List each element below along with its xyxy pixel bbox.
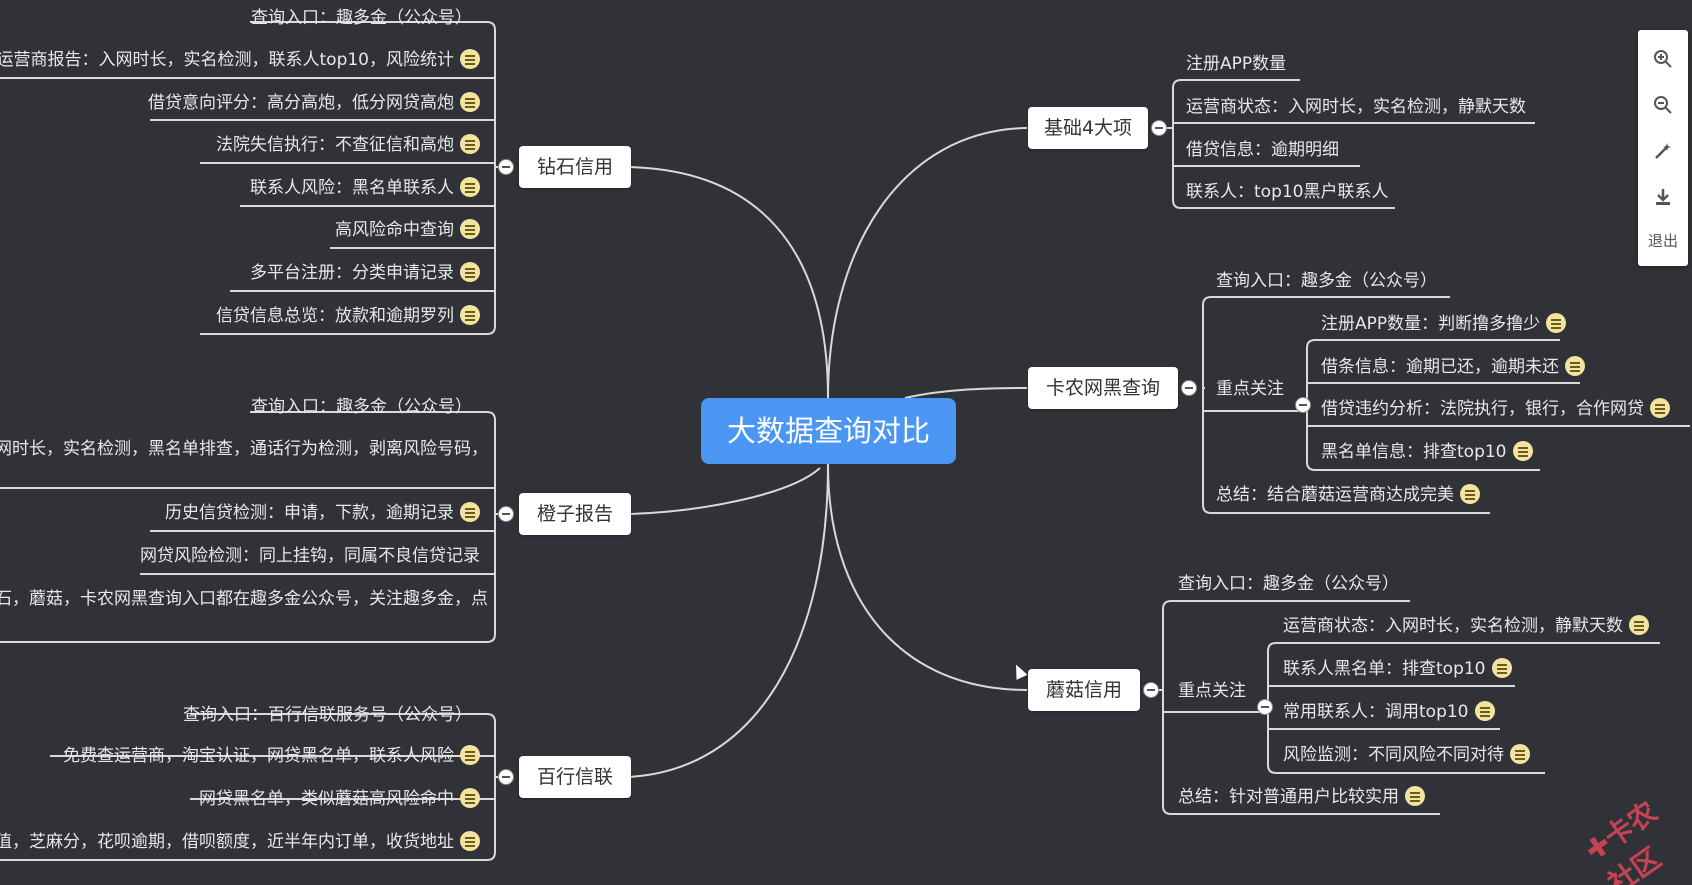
leaf-mogu-entry[interactable]: 查询入口：趣多金（公众号）: [1178, 574, 1399, 594]
branch-baihang[interactable]: 百行信联: [519, 756, 631, 798]
note-icon[interactable]: [1629, 615, 1649, 635]
note-icon[interactable]: [460, 92, 480, 112]
leaf-zuanshi-2[interactable]: 借贷意向评分：高分高炮，低分网贷高炮: [148, 92, 480, 114]
note-icon[interactable]: [1565, 356, 1585, 376]
note-icon[interactable]: [1650, 398, 1670, 418]
note-icon[interactable]: [460, 305, 480, 325]
leaf-chengzi-1[interactable]: 入网时长，实名检测，黑名单排查，通话行为检测，剥离风险号码，: [0, 439, 488, 459]
branch-zuanshi-credit[interactable]: 钻石信用: [519, 146, 631, 188]
branch-jichu[interactable]: 基础4大项: [1028, 107, 1148, 149]
leaf-zuanshi-5[interactable]: 高风险命中查询: [335, 219, 480, 241]
leaf-kanong-focus-1[interactable]: 借条信息：逾期已还，逾期未还: [1321, 356, 1585, 378]
leaf-jichu-1[interactable]: 运营商状态：入网时长，实名检测，静默天数: [1186, 97, 1526, 117]
leaf-zuanshi-0[interactable]: 查询入口：趣多金（公众号）: [251, 8, 472, 28]
root-node[interactable]: 大数据查询对比: [701, 398, 956, 464]
note-icon[interactable]: [460, 219, 480, 239]
leaf-jichu-2[interactable]: 借贷信息：逾期明细: [1186, 140, 1339, 160]
note-icon[interactable]: [1546, 313, 1567, 333]
leaf-mogu-focus-1[interactable]: 联系人黑名单：排查top10: [1283, 658, 1512, 680]
leaf-chengzi-3[interactable]: 网贷风险检测：同上挂钩，同属不良信贷记录: [140, 546, 480, 566]
collapse-chengzi-toggle[interactable]: [498, 506, 514, 522]
leaf-mogu-summary[interactable]: 总结：针对普通用户比较实用: [1178, 786, 1425, 808]
right-toolbar: 退出: [1638, 30, 1688, 266]
leaf-chengzi-0[interactable]: 查询入口：趣多金（公众号）: [251, 397, 472, 417]
download-icon[interactable]: [1638, 172, 1688, 218]
mogu-focus-label[interactable]: 重点关注: [1178, 681, 1246, 701]
leaf-chengzi-2[interactable]: 历史信贷检测：申请，下款，逾期记录: [165, 502, 480, 524]
note-icon[interactable]: [1510, 744, 1530, 764]
leaf-mogu-focus-2[interactable]: 常用联系人：调用top10: [1283, 701, 1495, 723]
leaf-zuanshi-1[interactable]: 运营商报告：入网时长，实名检测，联系人top10，风险统计: [0, 49, 480, 71]
note-icon[interactable]: [1405, 786, 1425, 806]
note-icon[interactable]: [460, 788, 480, 808]
note-icon[interactable]: [460, 502, 480, 522]
leaf-mogu-focus-3[interactable]: 风险监测：不同风险不同对待: [1283, 744, 1530, 766]
note-icon[interactable]: [1491, 658, 1512, 678]
leaf-zuanshi-3[interactable]: 法院失信执行：不查征信和高炮: [216, 134, 480, 156]
note-icon[interactable]: [460, 134, 480, 154]
collapse-mogu-toggle[interactable]: [1143, 682, 1159, 698]
leaf-kanong-entry[interactable]: 查询入口：趣多金（公众号）: [1216, 271, 1437, 291]
note-icon[interactable]: [460, 745, 480, 765]
leaf-jichu-0[interactable]: 注册APP数量: [1186, 54, 1287, 74]
leaf-zuanshi-7[interactable]: 信贷信息总览：放款和逾期罗列: [216, 305, 480, 327]
zoom-out-icon[interactable]: [1638, 80, 1688, 126]
note-icon[interactable]: [1460, 484, 1480, 504]
note-icon[interactable]: [460, 262, 480, 282]
collapse-kanong-focus-toggle[interactable]: [1295, 397, 1311, 413]
leaf-baihang-0[interactable]: 查询入口：百行信联服务号（公众号）: [183, 705, 472, 725]
exit-button[interactable]: 退出: [1647, 232, 1678, 250]
collapse-kanong-toggle[interactable]: [1181, 380, 1197, 396]
note-icon[interactable]: [1474, 701, 1495, 721]
magic-wand-icon[interactable]: [1638, 126, 1688, 172]
leaf-kanong-focus-2[interactable]: 借贷违约分析：法院执行，银行，合作网贷: [1321, 398, 1670, 420]
leaf-kanong-focus-3[interactable]: 黑名单信息：排查top10: [1321, 441, 1533, 463]
branch-kanong[interactable]: 卡农网黑查询: [1028, 367, 1178, 409]
collapse-jichu-toggle[interactable]: [1151, 120, 1167, 136]
collapse-zuanshi-toggle[interactable]: [498, 159, 514, 175]
leaf-kanong-summary[interactable]: 总结：结合蘑菇运营商达成完美: [1216, 484, 1480, 506]
note-icon[interactable]: [1512, 441, 1533, 461]
branch-mogu[interactable]: 蘑菇信用: [1028, 669, 1140, 711]
leaf-baihang-1[interactable]: 免费查运营商，淘宝认证，网贷黑名单，联系人风险: [63, 745, 480, 767]
leaf-jichu-3[interactable]: 联系人：top10黑户联系人: [1186, 182, 1389, 202]
leaf-zuanshi-4[interactable]: 联系人风险：黑名单联系人: [250, 177, 480, 199]
leaf-baihang-3[interactable]: 充值，芝麻分，花呗逾期，借呗额度，近半年内订单，收货地址: [0, 831, 480, 853]
kanong-focus-label[interactable]: 重点关注: [1216, 379, 1284, 399]
leaf-zuanshi-6[interactable]: 多平台注册：分类申请记录: [250, 262, 480, 284]
leaf-mogu-focus-0[interactable]: 运营商状态：入网时长，实名检测，静默天数: [1283, 615, 1649, 637]
note-icon[interactable]: [460, 177, 480, 197]
leaf-chengzi-4[interactable]: 钻石，蘑菇，卡农网黑查询入口都在趣多金公众号，关注趣多金，点: [0, 589, 488, 609]
leaf-baihang-2[interactable]: 网贷黑名单，类似蘑菇高风险命中: [199, 788, 480, 810]
note-icon[interactable]: [460, 831, 480, 851]
zoom-in-icon[interactable]: [1638, 34, 1688, 80]
note-icon[interactable]: [460, 49, 480, 69]
branch-chengzi-report[interactable]: 橙子报告: [519, 493, 631, 535]
leaf-kanong-focus-0[interactable]: 注册APP数量：判断撸多撸少: [1321, 313, 1567, 335]
collapse-mogu-focus-toggle[interactable]: [1257, 699, 1273, 715]
collapse-baihang-toggle[interactable]: [498, 769, 514, 785]
